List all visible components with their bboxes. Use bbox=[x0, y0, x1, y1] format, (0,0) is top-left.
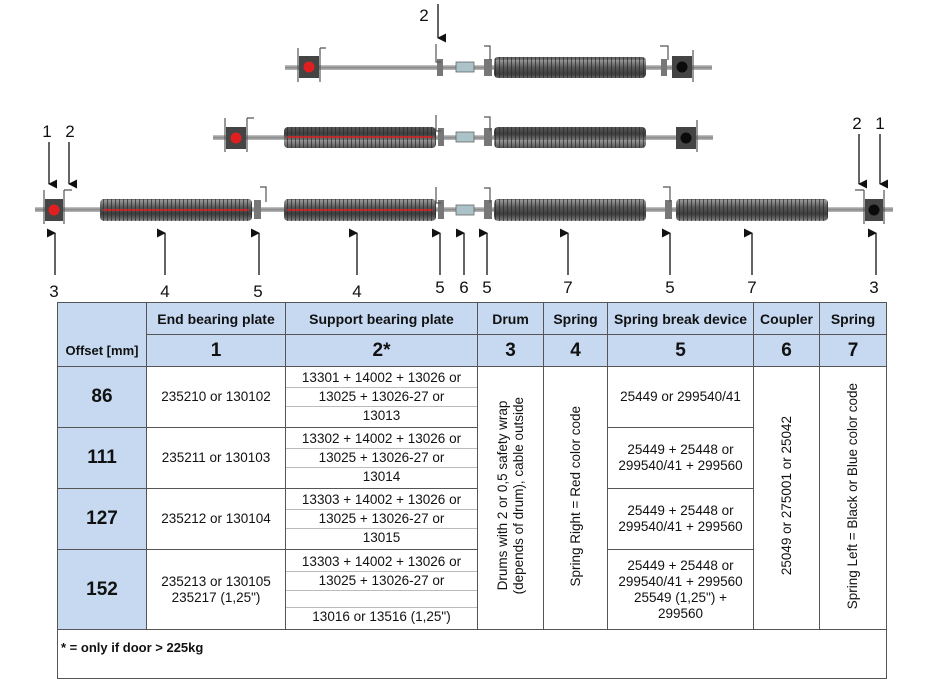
callout-label: 7 bbox=[747, 278, 756, 297]
callout-label: 5 bbox=[253, 282, 262, 300]
red-cap bbox=[303, 61, 315, 73]
spring bbox=[494, 57, 646, 78]
break-device-value: 25449 + 25448 or 299540/41 + 299560 bbox=[607, 427, 754, 489]
col-header-spring-right: Spring bbox=[543, 302, 608, 335]
support-line: 13301 + 14002 + 13026 or bbox=[286, 369, 477, 388]
callout-label: 6 bbox=[459, 278, 468, 297]
callout-label: 5 bbox=[665, 278, 674, 297]
offset-value: 152 bbox=[57, 549, 147, 630]
support-line bbox=[286, 591, 477, 608]
break-device-value: 25449 + 25448 or 299540/41 + 299560 bbox=[607, 488, 754, 550]
coupler-value: 25049 or 275001 or 25042 bbox=[753, 366, 820, 630]
coupler bbox=[455, 61, 475, 73]
support-line: 13025 + 13026-27 or bbox=[286, 388, 477, 407]
callout-label: 7 bbox=[563, 278, 572, 297]
offset-header: Offset [mm] bbox=[57, 302, 147, 367]
col-num: 1 bbox=[146, 334, 286, 367]
end-bearing-value: 235211 or 130103 bbox=[146, 427, 286, 489]
assembly-row-3 bbox=[35, 186, 893, 224]
support-bearing-value: 13303 + 14002 + 13026 or 13025 + 13026-2… bbox=[285, 549, 478, 630]
offset-value: 127 bbox=[57, 488, 147, 550]
spring bbox=[494, 127, 646, 148]
callout-label: 2 bbox=[852, 114, 861, 133]
col-num: 3 bbox=[477, 334, 544, 367]
spring bbox=[676, 199, 828, 221]
support-bearing-value: 13302 + 14002 + 13026 or 13025 + 13026-2… bbox=[285, 427, 478, 489]
callout-label: 5 bbox=[435, 278, 444, 297]
footnote-row: * = only if door > 225kg bbox=[57, 629, 887, 679]
callout-arrows bbox=[46, 4, 889, 275]
support-line: 13303 + 14002 + 13026 or bbox=[286, 553, 477, 572]
col-header-drum: Drum bbox=[477, 302, 544, 335]
spring-right-value: Spring Right = Red color code bbox=[543, 366, 608, 630]
coupler-text: 25049 or 275001 or 25042 bbox=[778, 416, 794, 576]
col-num: 5 bbox=[607, 334, 754, 367]
support-line: 13014 bbox=[362, 469, 401, 484]
spring-left-text: Spring Left = Black or Blue color code bbox=[845, 382, 860, 610]
torsion-shaft-diagram: 2 1 2 2 1 3 4 5 4 5 6 5 7 5 7 3 bbox=[35, 4, 893, 300]
support-line: 13013 bbox=[362, 408, 401, 423]
col-num: 4 bbox=[543, 334, 608, 367]
table-row: 111 235211 or 130103 13302 + 14002 + 130… bbox=[57, 427, 887, 489]
callout-label: 4 bbox=[352, 282, 361, 300]
table-row: 152 235213 or 130105 235217 (1,25") 1330… bbox=[57, 549, 887, 630]
col-header-support-bearing: Support bearing plate bbox=[285, 302, 478, 335]
col-header-spring-break: Spring break device bbox=[607, 302, 754, 335]
end-bearing-value: 235213 or 130105 235217 (1,25") bbox=[146, 549, 286, 630]
col-num: 6 bbox=[753, 334, 820, 367]
footnote: * = only if door > 225kg bbox=[57, 629, 887, 679]
col-num: 2* bbox=[285, 334, 478, 367]
callout-label: 3 bbox=[49, 282, 58, 300]
support-line: 13303 + 14002 + 13026 or bbox=[286, 491, 477, 510]
support-line: 13016 or 13516 (1,25") bbox=[312, 609, 451, 624]
support-line: 13025 + 13026-27 or bbox=[286, 572, 477, 591]
break-device-value: 25449 + 25448 or 299540/41 + 299560 2554… bbox=[607, 549, 754, 630]
support-line: 13302 + 14002 + 13026 or bbox=[286, 430, 477, 449]
callout-label: 2 bbox=[419, 6, 428, 25]
callout-label: 1 bbox=[875, 114, 884, 133]
drum-text: Drums with 2 or 0,5 safety wrap (depends… bbox=[494, 397, 526, 595]
spring bbox=[494, 199, 646, 221]
support-bearing-value: 13301 + 14002 + 13026 or 13025 + 13026-2… bbox=[285, 366, 478, 428]
callout-label: 1 bbox=[42, 122, 51, 141]
offset-value: 111 bbox=[57, 427, 147, 489]
offset-value: 86 bbox=[57, 366, 147, 428]
callout-label: 4 bbox=[160, 282, 169, 300]
table-row: 86 235210 or 130102 13301 + 14002 + 1302… bbox=[57, 366, 887, 630]
coupler bbox=[455, 131, 475, 143]
table-row: 127 235212 or 130104 13303 + 14002 + 130… bbox=[57, 488, 887, 550]
col-num: 7 bbox=[819, 334, 887, 367]
callout-label: 3 bbox=[869, 278, 878, 297]
coupler bbox=[455, 204, 475, 216]
assembly-row-1 bbox=[285, 44, 712, 82]
support-bearing-value: 13303 + 14002 + 13026 or 13025 + 13026-2… bbox=[285, 488, 478, 550]
end-bearing-value: 235212 or 130104 bbox=[146, 488, 286, 550]
end-bearing-value: 235210 or 130102 bbox=[146, 366, 286, 428]
col-header-end-bearing: End bearing plate bbox=[146, 302, 286, 335]
break-device-value: 25449 or 299540/41 bbox=[607, 366, 754, 428]
support-line: 13025 + 13026-27 or bbox=[286, 510, 477, 529]
callout-label: 5 bbox=[482, 278, 491, 297]
callout-label: 2 bbox=[65, 122, 74, 141]
col-header-spring-left: Spring bbox=[819, 302, 887, 335]
spring-left-value: Spring Left = Black or Blue color code bbox=[819, 366, 887, 630]
assembly-row-2 bbox=[213, 115, 713, 152]
support-line: 13015 bbox=[362, 530, 401, 545]
col-header-coupler: Coupler bbox=[753, 302, 820, 335]
support-line: 13025 + 13026-27 or bbox=[286, 449, 477, 468]
drum-value: Drums with 2 or 0,5 safety wrap (depends… bbox=[477, 366, 544, 630]
spring-right-text: Spring Right = Red color code bbox=[567, 405, 583, 587]
spec-table: Offset [mm] End bearing plate Support be… bbox=[57, 302, 887, 679]
